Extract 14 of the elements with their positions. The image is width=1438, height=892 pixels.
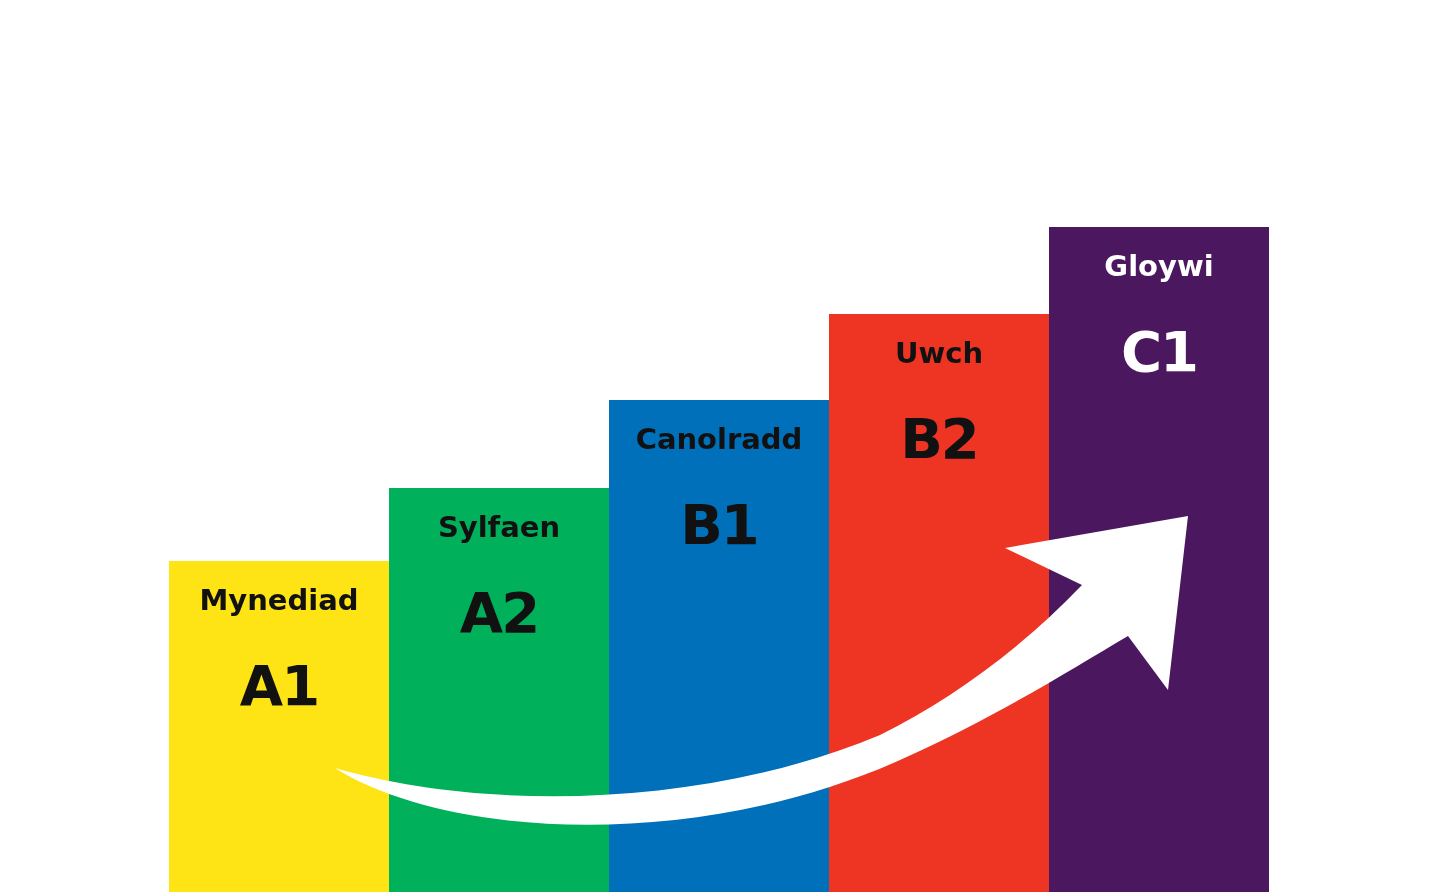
- level-name: Gloywi: [1104, 249, 1214, 283]
- level-code: C1: [1120, 319, 1198, 384]
- level-bar: [169, 561, 389, 892]
- level-bar: [609, 400, 829, 892]
- level-name: Uwch: [894, 336, 984, 370]
- level-bar: [389, 488, 609, 892]
- level-code: A1: [239, 653, 319, 718]
- level-code: B1: [680, 492, 758, 557]
- level-name: Mynediad: [199, 583, 359, 617]
- level-code: B2: [900, 406, 978, 471]
- level-name: Sylfaen: [437, 510, 561, 544]
- level-code: A2: [459, 580, 539, 645]
- level-name: Canolradd: [635, 422, 803, 456]
- level-bar: [829, 314, 1049, 892]
